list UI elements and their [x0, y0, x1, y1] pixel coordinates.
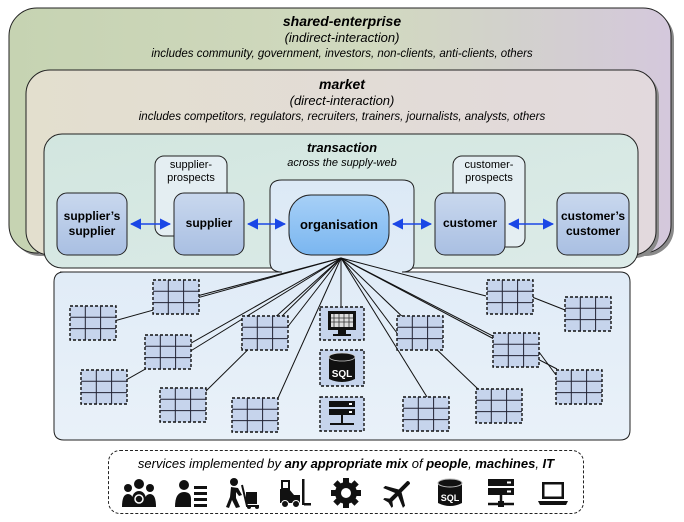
- customer-node[interactable]: customer: [434, 192, 506, 256]
- service-unit: [564, 296, 612, 332]
- customers-customer-node[interactable]: customer’s customer: [556, 192, 630, 256]
- transaction-subtitle: across the supply-web: [287, 157, 396, 169]
- supplier-node[interactable]: supplier: [173, 192, 245, 256]
- supplier-prospects-label-2: prospects: [167, 172, 215, 184]
- service-unit: [231, 397, 279, 433]
- service-unit: [69, 305, 117, 341]
- supplier-label: supplier: [186, 216, 233, 230]
- customer-label: customer: [443, 216, 497, 230]
- legend-icon-row: SQL: [121, 475, 571, 511]
- service-unit: [402, 396, 450, 432]
- shared-enterprise-detail: includes community, government, investor…: [151, 48, 533, 60]
- database-service-label: SQL: [332, 369, 353, 380]
- service-unit: [475, 388, 523, 424]
- legend-sep2: ,: [535, 456, 543, 471]
- airplane-icon: [380, 476, 416, 510]
- service-unit: [555, 369, 603, 405]
- laptop-icon: [535, 476, 571, 510]
- services-legend: services implemented by any appropriate …: [108, 450, 584, 514]
- forklift-icon: [276, 476, 312, 510]
- legend-sql-label: SQL: [440, 493, 459, 503]
- database-service-icon: SQL: [319, 349, 365, 387]
- legend-of: of: [408, 456, 427, 471]
- gear-icon: [328, 476, 364, 510]
- server-network-icon: [483, 476, 519, 510]
- suppliers-supplier-node[interactable]: supplier’s supplier: [56, 192, 128, 256]
- service-unit: [396, 315, 444, 351]
- organisation-node[interactable]: organisation: [288, 194, 390, 256]
- legend-it: IT: [542, 456, 555, 471]
- legend-machines: machines: [475, 456, 536, 471]
- market-subtitle: (direct-interaction): [290, 93, 395, 108]
- customers-customer-label-1: customer’s: [561, 209, 625, 223]
- service-unit: [152, 279, 200, 315]
- market-title: market: [319, 76, 366, 92]
- transaction-title: transaction: [307, 140, 377, 155]
- database-icon: SQL: [432, 476, 468, 510]
- service-unit: [159, 387, 207, 423]
- shared-enterprise-title: shared-enterprise: [283, 13, 401, 29]
- people-group-icon: [121, 476, 157, 510]
- shared-enterprise-subtitle: (indirect-interaction): [285, 30, 400, 45]
- it-services-column: SQL: [319, 306, 365, 432]
- service-unit: [80, 369, 128, 405]
- customers-customer-label-2: customer: [566, 224, 620, 238]
- service-unit: [492, 332, 540, 368]
- suppliers-supplier-label-2: supplier: [69, 224, 116, 238]
- person-trolley-icon: [225, 476, 261, 510]
- legend-caption: services implemented by any appropriate …: [109, 456, 583, 471]
- customer-prospects-label-1: customer-: [465, 159, 514, 171]
- supplier-prospects-label-1: supplier-: [170, 159, 213, 171]
- customer-prospects-label-2: prospects: [465, 172, 513, 184]
- organisation-label: organisation: [300, 217, 378, 232]
- server-service-icon: [319, 396, 365, 432]
- service-unit: [144, 334, 192, 370]
- market-detail: includes competitors, regulators, recrui…: [139, 111, 546, 123]
- legend-sep1: ,: [468, 456, 476, 471]
- monitor-service-icon: [319, 306, 365, 341]
- service-unit: [241, 315, 289, 351]
- person-list-icon: [173, 476, 209, 510]
- service-unit: [486, 279, 534, 315]
- suppliers-supplier-label-1: supplier’s: [64, 209, 121, 223]
- legend-people: people: [426, 456, 469, 471]
- legend-prefix: services implemented by: [137, 456, 285, 471]
- legend-mix: any appropriate mix: [284, 456, 409, 471]
